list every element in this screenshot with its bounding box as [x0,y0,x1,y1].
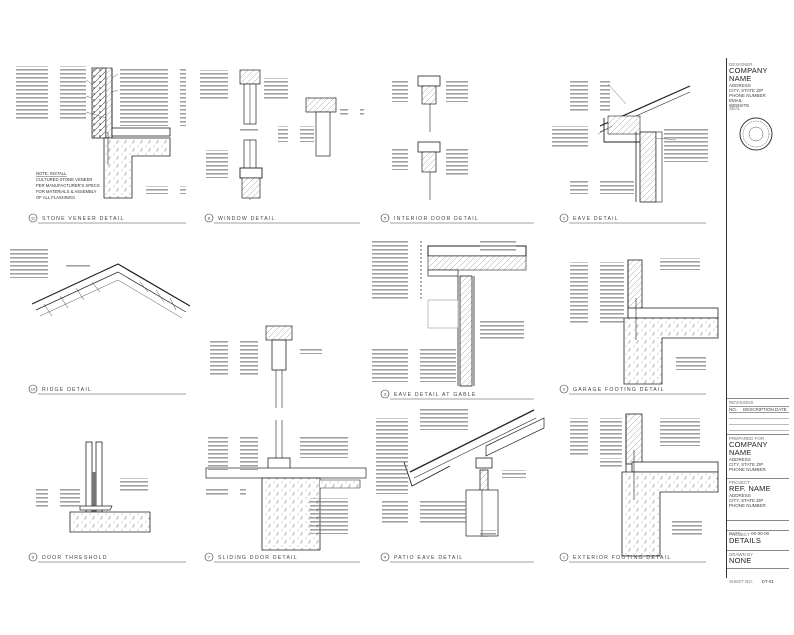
window-detail-drawing [200,69,364,200]
designer-city: CITY, STATE ZIP [729,88,764,93]
revisions-label: REVISIONS [729,400,754,405]
svg-text:1: 1 [563,555,566,560]
svg-text:11: 11 [31,216,36,221]
detail-title-stone-veneer: 11 STONE VENEER DETAIL [28,213,186,224]
drawn-by-label: DRAWN BY [729,552,754,557]
project-block: PROJECT REF. NAME ADDRESS CITY, STATE ZI… [729,480,789,508]
detail-title-exterior-footing: 1 EXTERIOR FOOTING DETAIL [559,552,706,563]
svg-text:INTERIOR DOOR DETAIL: INTERIOR DOOR DETAIL [394,216,479,222]
stone-veneer-note: NOTE: INSTALL CULTURED STONE VENEER PER … [36,171,100,200]
prepared-for-block: PREPARED FOR COMPANY NAME ADDRESS CITY, … [729,436,789,472]
svg-text:NOTE: INSTALL: NOTE: INSTALL [36,171,67,176]
client-phone: PHONE NUMBER [729,467,766,472]
project-name: REF. NAME [729,484,771,493]
svg-text:7: 7 [208,555,211,560]
svg-text:4: 4 [384,555,387,560]
svg-text:9: 9 [32,555,35,560]
project-address: ADDRESS [729,493,751,498]
sheet-title: DETAILS [729,536,762,545]
designer-block: DESIGNER COMPANY NAME ADDRESS CITY, STAT… [729,62,789,108]
svg-text:8: 8 [208,216,211,221]
stone-veneer-detail-drawing [16,66,186,199]
svg-text:5: 5 [384,216,387,221]
seal-label-text: SEAL [729,106,741,111]
project-label: PROJECT [729,480,751,485]
sheet-title-block: PROJECT DETAILS [729,532,789,545]
svg-text:2: 2 [563,387,566,392]
project-city: CITY, STATE ZIP [729,498,764,503]
designer-website: WEBSITE [729,103,750,108]
sliding-door-detail-drawing [205,325,367,551]
rev-date-header: DATE [775,407,787,412]
door-threshold-drawing [36,441,151,533]
svg-text:STONE VENEER DETAIL: STONE VENEER DETAIL [42,216,125,222]
ridge-detail-drawing [10,248,191,319]
client-address: ADDRESS [729,457,751,462]
svg-text:DOOR THRESHOLD: DOOR THRESHOLD [42,555,108,561]
title-block: DESIGNER COMPANY NAME ADDRESS CITY, STAT… [726,58,789,584]
detail-title-interior-door: 5 INTERIOR DOOR DETAIL [380,213,534,224]
svg-text:CULTURED STONE VENEER: CULTURED STONE VENEER [36,177,92,182]
seal-icon [739,117,773,151]
rev-no-header: NO. [729,407,738,412]
svg-text:3: 3 [384,392,387,397]
designer-email: EMAIL [729,98,743,103]
svg-text:FOR MATERIALS & ASSEMBLY: FOR MATERIALS & ASSEMBLY [36,189,97,194]
date-value: 00-00-00 [751,531,770,536]
sheet-number-block: SHEET NO. DT-01 [729,570,789,588]
svg-text:PER MANUFACTURER'S SPECS: PER MANUFACTURER'S SPECS [36,183,100,188]
revisions-header: NO. DESCRIPTION DATE [729,406,789,413]
revisions-block: REVISIONS NO. DESCRIPTION DATE [729,400,789,431]
svg-text:2: 2 [563,216,566,221]
date-label: DATE [729,531,741,536]
prepared-for-label: PREPARED FOR [729,436,765,441]
detail-title-sliding-door: 7 SLIDING DOOR DETAIL [204,552,360,563]
svg-text:PATIO EAVE DETAIL: PATIO EAVE DETAIL [394,555,463,561]
client-city: CITY, STATE ZIP [729,462,764,467]
patio-eave-detail-drawing [376,408,545,537]
svg-text:10: 10 [31,387,36,392]
eave-detail-drawing [552,80,708,203]
designer-phone: PHONE NUMBER [729,93,766,98]
detail-title-ridge: 10 RIDGE DETAIL [28,384,186,395]
detail-title-patio-eave: 4 PATIO EAVE DETAIL [380,552,534,563]
svg-text:RIDGE DETAIL: RIDGE DETAIL [42,387,92,393]
detail-title-window: 8 WINDOW DETAIL [204,213,360,224]
svg-text:GARAGE FOOTING DETAIL: GARAGE FOOTING DETAIL [573,387,665,393]
drawn-by-block: DRAWN BY NONE [729,552,789,565]
seal-label: SEAL [729,106,789,111]
designer-company-name: COMPANY NAME [729,66,768,83]
svg-text:EAVE DETAIL AT GABLE: EAVE DETAIL AT GABLE [394,392,477,398]
client-company-name: COMPANY NAME [729,440,768,457]
rev-desc-header: DESCRIPTION [743,407,774,412]
detail-title-eave: 2 EAVE DETAIL [559,213,706,224]
svg-text:OF ALL FLASHINGS: OF ALL FLASHINGS [36,195,75,200]
detail-title-eave-at-gable: 3 EAVE DETAIL AT GABLE [380,389,534,400]
sheet-title-label: PROJECT [729,532,751,537]
project-phone: PHONE NUMBER [729,503,766,508]
garage-footing-detail-drawing [570,258,719,385]
designer-address: ADDRESS [729,83,751,88]
drawn-by-value: NONE [729,556,752,565]
svg-text:WINDOW DETAIL: WINDOW DETAIL [218,216,276,222]
date-block: DATE 00-00-00 [729,522,789,540]
svg-text:EXTERIOR FOOTING DETAIL: EXTERIOR FOOTING DETAIL [573,555,671,561]
detail-title-garage-footing: 2 GARAGE FOOTING DETAIL [559,384,706,395]
interior-door-detail-drawing [392,75,472,200]
eave-at-gable-detail-drawing [372,240,527,387]
detail-title-door-threshold: 9 DOOR THRESHOLD [28,552,186,563]
exterior-footing-detail-drawing [570,413,719,557]
svg-text:SLIDING DOOR DETAIL: SLIDING DOOR DETAIL [218,555,298,561]
sheet-number-value: DT-01 [761,579,774,584]
designer-label: DESIGNER [729,62,753,67]
sheet-number-label: SHEET NO. [729,579,754,584]
svg-text:EAVE DETAIL: EAVE DETAIL [573,216,619,222]
